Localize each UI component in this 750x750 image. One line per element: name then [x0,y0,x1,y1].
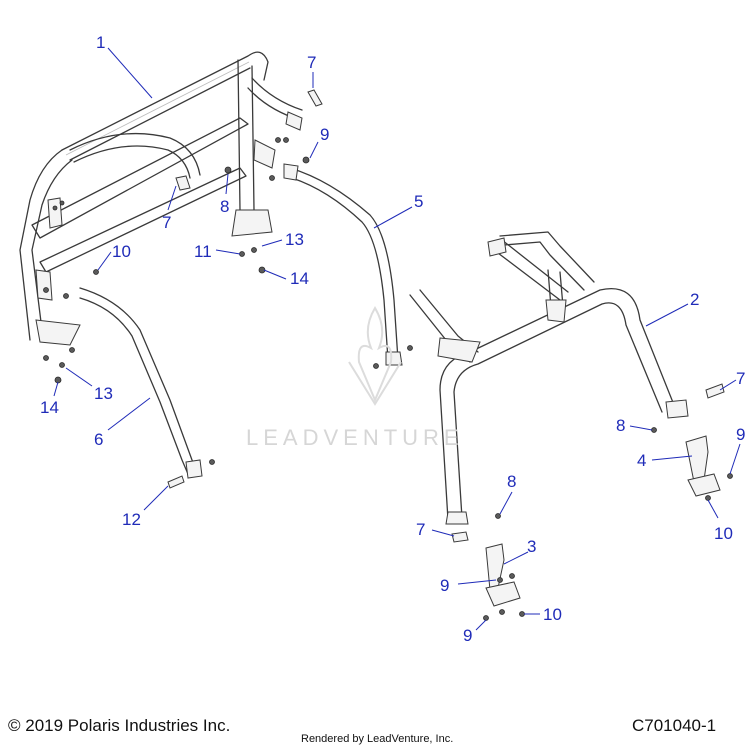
callout-13[interactable]: 13 [285,230,304,249]
part-2-rear-cage [409,231,689,525]
callout-5[interactable]: 5 [414,192,424,211]
callout-9[interactable]: 9 [463,626,473,645]
callout-2[interactable]: 2 [690,290,700,309]
part-5-side-tube [283,163,403,366]
rendered-by-credit: Rendered by LeadVenture, Inc. [301,733,454,745]
callout-10[interactable]: 10 [714,524,733,543]
callout-12[interactable]: 12 [122,510,141,529]
callout-8[interactable]: 8 [616,416,626,435]
callout-7[interactable]: 7 [307,53,317,72]
callout-7[interactable]: 7 [416,520,426,539]
callout-1[interactable]: 1 [96,33,106,52]
callout-14[interactable]: 14 [290,269,309,288]
callout-9[interactable]: 9 [440,576,450,595]
callout-11[interactable]: 11 [194,242,212,261]
part-1-front-cage [19,51,303,346]
part-4-bracket [685,435,721,497]
callout-9[interactable]: 9 [736,425,746,444]
callout-7[interactable]: 7 [162,213,172,232]
hardware [43,89,733,621]
callout-13[interactable]: 13 [94,384,113,403]
copyright-notice: © 2019 Polaris Industries Inc. [8,716,231,735]
part-3-bracket [485,543,521,607]
callout-3[interactable]: 3 [527,537,537,556]
callout-10[interactable]: 10 [543,605,562,624]
callout-4[interactable]: 4 [637,451,647,470]
leader-lines [53,47,741,631]
callout-8[interactable]: 8 [507,472,517,491]
leadventure-watermark-logo [348,306,402,406]
part-6-lower-side-tube [79,287,203,479]
callout-14[interactable]: 14 [40,398,59,417]
callout-8[interactable]: 8 [220,197,230,216]
callout-7[interactable]: 7 [736,369,746,388]
callout-9[interactable]: 9 [320,125,330,144]
callout-6[interactable]: 6 [94,430,104,449]
callout-10[interactable]: 10 [112,242,131,261]
watermark-text: LEADVENTURE [246,425,464,450]
diagram-id: C701040-1 [632,716,717,735]
